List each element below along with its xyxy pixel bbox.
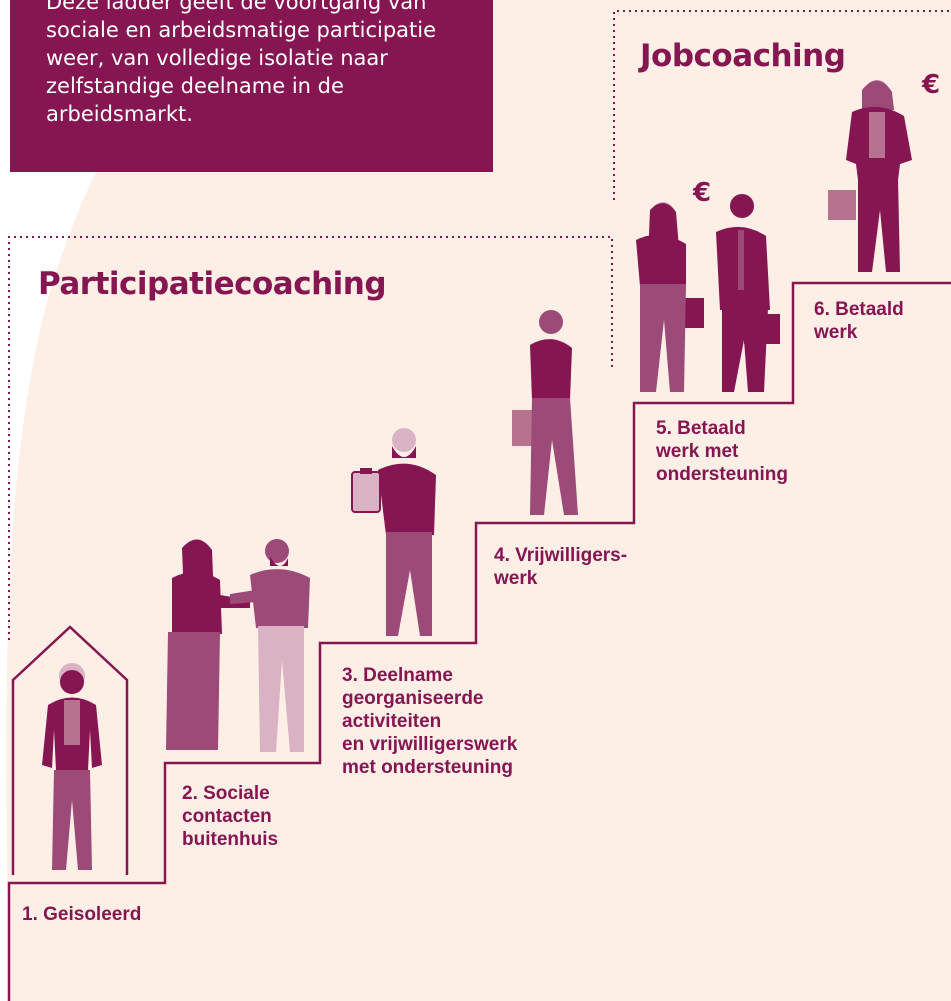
step-label-4: 4. Vrijwilligers- werk <box>494 545 628 589</box>
figure-paid-worker <box>828 80 912 272</box>
figure-supported-workers <box>636 194 780 392</box>
section-title-participation: Participatiecoaching <box>38 266 387 302</box>
step-label-6: 6. Betaald werk <box>814 299 904 343</box>
figure-volunteer-worker <box>512 310 578 515</box>
section-title-job: Jobcoaching <box>640 38 846 74</box>
step-label-2: 2. Sociale contacten buitenhuis <box>182 783 279 850</box>
step-label-1: 1. Geisoleerd <box>22 904 142 925</box>
intro-text: Deze ladder geeft de voortgang van socia… <box>46 0 437 126</box>
figure-isolated-person <box>42 663 102 870</box>
staircase-outline <box>7 281 951 1001</box>
step-label-3: 3. Deelname georganiseerde activiteiten … <box>342 665 518 778</box>
intro-box <box>10 0 493 172</box>
step-label-5: 5. Betaald werk met ondersteuning <box>656 418 788 485</box>
euro-icon: € <box>693 178 712 208</box>
euro-icon: € <box>922 70 941 100</box>
figure-volunteer-clipboard <box>351 428 436 636</box>
house-outline <box>11 625 129 875</box>
figure-social-pair <box>166 539 310 752</box>
